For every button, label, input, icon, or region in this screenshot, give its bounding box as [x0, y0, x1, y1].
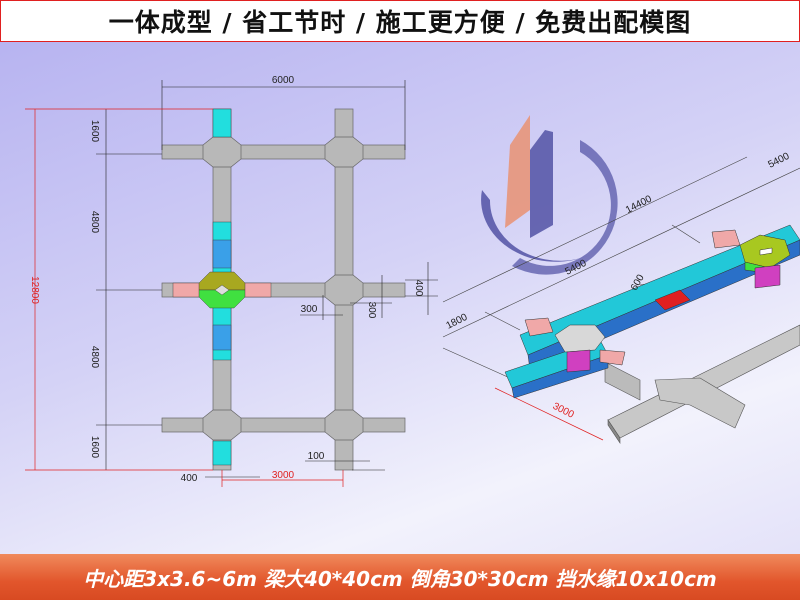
spec-banner: 中心距3x3.6~6m 梁大40*40cm 倒角30*30cm 挡水缘10x10… — [0, 554, 800, 600]
dim-top-end: 1600 — [89, 120, 100, 143]
dim-half-span: 3000 — [272, 470, 295, 481]
dim-overall: 14400 — [624, 193, 654, 216]
dim-end: 1800 — [444, 312, 469, 332]
dim-bottom-end: 1600 — [89, 436, 100, 459]
header-banner: 一体成型 / 省工节时 / 施工更方便 / 免费出配模图 — [0, 0, 800, 42]
isometric-view: 14400 5400 5400 1800 600 3000 — [442, 151, 800, 444]
header-title: 一体成型 / 省工节时 / 施工更方便 / 免费出配模图 — [108, 8, 692, 37]
dim-beam-height: 400 — [413, 280, 424, 297]
dim-width: 3000 — [551, 401, 576, 421]
spec-text: 中心距3x3.6~6m 梁大40*40cm 倒角30*30cm 挡水缘10x10… — [83, 566, 717, 591]
dim-upper-span: 4800 — [89, 211, 100, 234]
dim-curb: 100 — [308, 451, 325, 462]
formwork-highlight — [172, 108, 272, 466]
dim-chamfer-v: 300 — [366, 302, 377, 319]
dim-total-width: 6000 — [272, 75, 295, 86]
dim-beam-width: 400 — [181, 473, 198, 484]
dim-total-height: 12800 — [29, 276, 40, 304]
dim-span-b: 5400 — [766, 151, 791, 171]
dim-lower-span: 4800 — [89, 346, 100, 369]
dim-chamfer-h: 300 — [301, 304, 318, 315]
plan-view: 6000 12800 1600 4800 4800 1600 300 300 4… — [25, 75, 438, 487]
brand-logo — [481, 115, 618, 275]
